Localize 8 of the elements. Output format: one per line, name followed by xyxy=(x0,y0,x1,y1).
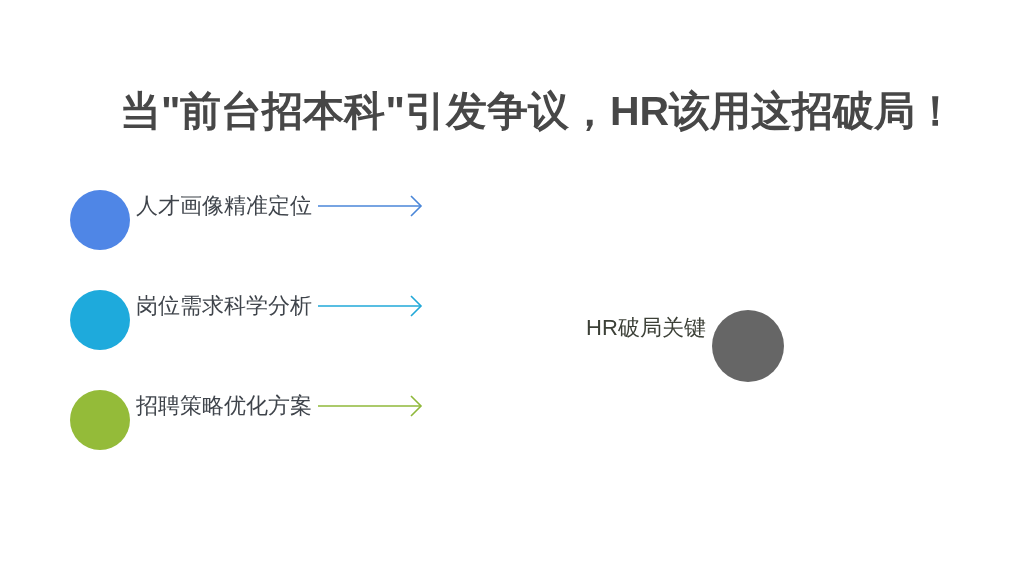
title: 当"前台招本科"引发争议，HR该用这招破局！ xyxy=(120,87,957,136)
arrow xyxy=(317,195,422,217)
arrow xyxy=(317,395,422,417)
arrow xyxy=(317,295,422,317)
node-label: 招聘策略优化方案 xyxy=(136,392,312,420)
node-label: 人才画像精准定位 xyxy=(136,192,312,220)
node-label: HR破局关键 xyxy=(586,314,706,342)
node-label: 岗位需求科学分析 xyxy=(136,292,312,320)
